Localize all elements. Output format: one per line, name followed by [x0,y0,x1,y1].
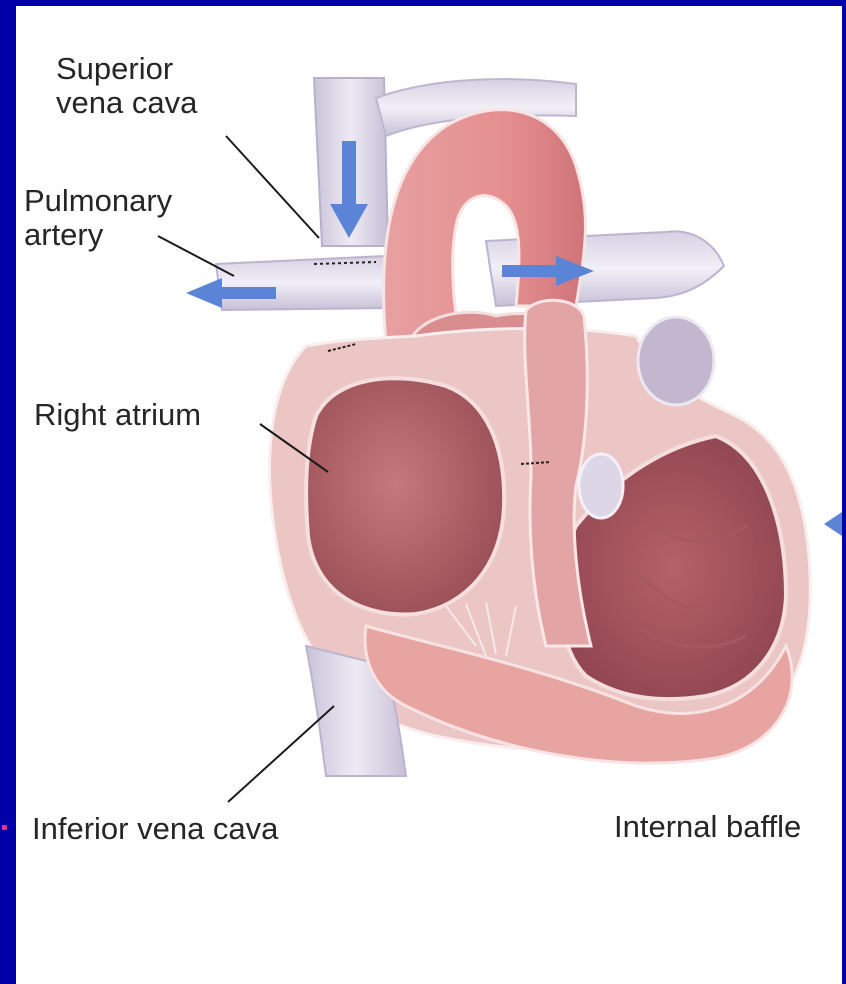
label-inferior-vena-cava: Inferior vena cava [32,812,278,846]
arrow-baffle-left [824,512,842,536]
label-svc-line1: Superior [56,52,197,86]
label-pa-line1: Pulmonary [24,184,172,218]
leader-svc [226,136,319,238]
right-atrium-cavity [306,378,504,614]
label-pa-line2: artery [24,218,172,252]
label-superior-vena-cava: Superior vena cava [56,52,197,120]
valve-left [638,317,714,405]
valve-center [579,454,623,518]
label-internal-baffle: Internal baffle [614,810,801,844]
label-right-atrium: Right atrium [34,398,201,432]
leader-ivc [228,706,334,802]
label-pulmonary-artery: Pulmonary artery [24,184,172,252]
bullet-marker [2,825,7,830]
label-svc-line2: vena cava [56,86,197,120]
diagram-panel: Superior vena cava Pulmonary artery Righ… [16,6,842,984]
pulmonary-artery-left [216,256,388,310]
